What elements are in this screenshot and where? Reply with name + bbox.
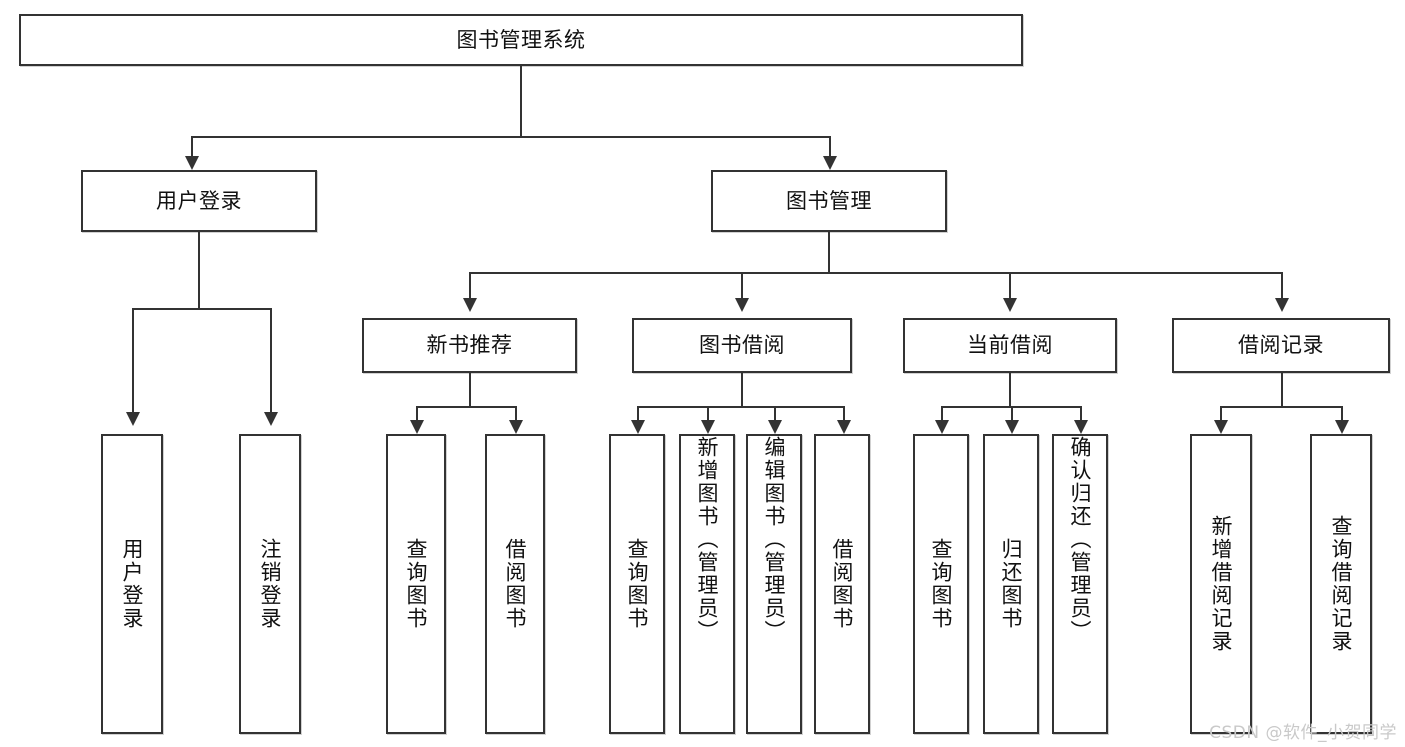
connector-book-mgmt-drop-2: [741, 272, 743, 298]
connector-user-login-drop-1: [132, 308, 134, 412]
arrow-to-leaf-confirm-return-admin: [1074, 420, 1088, 434]
node-current-borrow[interactable]: 当前借阅: [903, 318, 1117, 373]
connector-book-mgmt-bus: [469, 272, 1282, 274]
arrow-to-leaf-query-borrow-record: [1335, 420, 1349, 434]
node-leaf-user-login[interactable]: 用户登录: [101, 434, 163, 734]
connector-bookborrow-bus: [637, 406, 845, 408]
node-label: 查询图书: [404, 538, 429, 630]
node-user-login[interactable]: 用户登录: [81, 170, 317, 232]
connector-user-login-bus: [132, 308, 270, 310]
node-label: 新书推荐: [426, 333, 513, 358]
node-borrow-record[interactable]: 借阅记录: [1172, 318, 1390, 373]
node-label: 图书管理系统: [456, 27, 586, 52]
connector-root-drop-left: [191, 136, 193, 156]
node-new-book-recommend[interactable]: 新书推荐: [362, 318, 577, 373]
arrow-to-leaf-add-borrow-record: [1214, 420, 1228, 434]
node-label: 借阅记录: [1238, 333, 1324, 358]
connector-user-login-stem: [198, 232, 200, 310]
arrow-to-leaf-add-book-admin: [701, 420, 715, 434]
node-label: 归还图书: [999, 538, 1024, 630]
node-label: 编辑图书（管理员）: [762, 436, 787, 643]
node-label: 图书借阅: [699, 333, 785, 358]
connector-newbook-stem: [469, 373, 471, 406]
connector-bookborrow-drop-3: [774, 406, 776, 420]
connector-borrowrecord-drop-2: [1341, 406, 1343, 420]
connector-book-mgmt-stem: [828, 232, 830, 274]
node-label: 查询借阅记录: [1329, 515, 1354, 653]
node-label: 图书管理: [786, 188, 872, 213]
node-leaf-query-book-3[interactable]: 查询图书: [913, 434, 969, 734]
node-leaf-query-book-1[interactable]: 查询图书: [386, 434, 446, 734]
node-book-borrow[interactable]: 图书借阅: [632, 318, 852, 373]
node-leaf-borrow-book-2[interactable]: 借阅图书: [814, 434, 870, 734]
node-label: 用户登录: [156, 188, 242, 213]
arrow-to-leaf-return-book: [1005, 420, 1019, 434]
arrow-to-leaf-borrow-book-2: [837, 420, 851, 434]
node-label: 查询图书: [929, 538, 954, 630]
node-book-management[interactable]: 图书管理: [711, 170, 947, 232]
connector-book-mgmt-drop-4: [1281, 272, 1283, 298]
node-label: 借阅图书: [503, 538, 528, 630]
arrow-to-leaf-user-login: [126, 412, 140, 426]
connector-bookborrow-drop-4: [843, 406, 845, 420]
arrow-to-book-borrow: [735, 298, 749, 312]
node-leaf-logout-login[interactable]: 注销登录: [239, 434, 301, 734]
connector-root-drop-right: [829, 136, 831, 156]
node-label: 新增借阅记录: [1209, 515, 1234, 653]
arrow-to-current-borrow: [1003, 298, 1017, 312]
connector-currentborrow-drop-2: [1011, 406, 1013, 420]
arrow-to-borrow-record: [1275, 298, 1289, 312]
connector-newbook-drop-1: [416, 406, 418, 420]
node-leaf-confirm-return-admin[interactable]: 确认归还（管理员）: [1052, 434, 1108, 734]
connector-borrowrecord-drop-1: [1220, 406, 1222, 420]
arrow-to-book-management: [823, 156, 837, 170]
connector-currentborrow-drop-3: [1080, 406, 1082, 420]
arrow-to-leaf-edit-book-admin: [768, 420, 782, 434]
connector-borrowrecord-bus: [1220, 406, 1342, 408]
connector-root-bus: [191, 136, 831, 138]
node-leaf-query-borrow-record[interactable]: 查询借阅记录: [1310, 434, 1372, 734]
connector-book-mgmt-drop-3: [1009, 272, 1011, 298]
arrow-to-leaf-query-book-2: [631, 420, 645, 434]
node-label: 当前借阅: [967, 333, 1053, 358]
connector-user-login-drop-2: [270, 308, 272, 412]
arrow-to-leaf-query-book-3: [935, 420, 949, 434]
connector-newbook-drop-2: [515, 406, 517, 420]
node-leaf-query-book-2[interactable]: 查询图书: [609, 434, 665, 734]
node-label: 确认归还（管理员）: [1068, 436, 1093, 643]
connector-currentborrow-stem: [1009, 373, 1011, 406]
connector-borrowrecord-stem: [1281, 373, 1283, 406]
connector-book-mgmt-drop-1: [469, 272, 471, 298]
node-leaf-return-book[interactable]: 归还图书: [983, 434, 1039, 734]
connector-root-stem: [520, 66, 522, 136]
node-label: 借阅图书: [830, 538, 855, 630]
connector-bookborrow-drop-1: [637, 406, 639, 420]
node-label: 用户登录: [120, 538, 145, 630]
arrow-to-leaf-logout-login: [264, 412, 278, 426]
node-leaf-edit-book-admin[interactable]: 编辑图书（管理员）: [746, 434, 802, 734]
node-label: 注销登录: [258, 538, 283, 630]
node-leaf-add-book-admin[interactable]: 新增图书（管理员）: [679, 434, 735, 734]
node-leaf-add-borrow-record[interactable]: 新增借阅记录: [1190, 434, 1252, 734]
node-root-system[interactable]: 图书管理系统: [19, 14, 1023, 66]
arrow-to-leaf-query-book-1: [410, 420, 424, 434]
connector-bookborrow-drop-2: [707, 406, 709, 420]
node-label: 新增图书（管理员）: [695, 436, 720, 643]
node-leaf-borrow-book-1[interactable]: 借阅图书: [485, 434, 545, 734]
arrow-to-user-login: [185, 156, 199, 170]
arrow-to-new-book-recommend: [463, 298, 477, 312]
node-label: 查询图书: [625, 538, 650, 630]
connector-bookborrow-stem: [741, 373, 743, 406]
arrow-to-leaf-borrow-book-1: [509, 420, 523, 434]
connector-newbook-bus: [416, 406, 515, 408]
connector-currentborrow-drop-1: [941, 406, 943, 420]
